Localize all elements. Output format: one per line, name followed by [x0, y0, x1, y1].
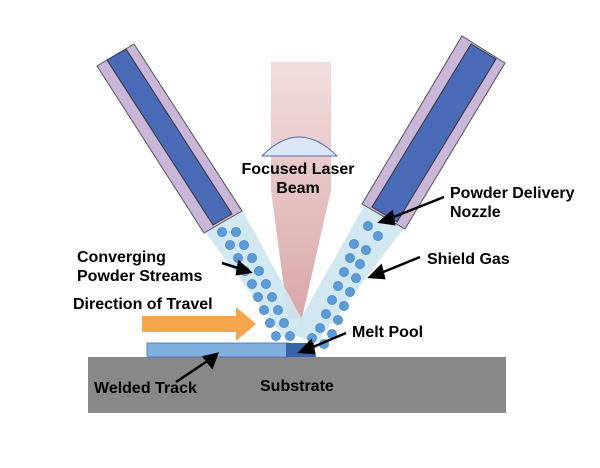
powder-delivery-nozzle-right: [361, 35, 506, 230]
powder-particle-right-11: [339, 301, 349, 311]
shield-gas-stream-right: [292, 206, 404, 344]
powder-particle-left-0: [217, 227, 227, 237]
powder-particle-left-5: [247, 253, 257, 263]
label-converging-powder-streams: Converging Powder Streams: [77, 248, 202, 286]
pointer-shield-gas-head: [367, 263, 386, 280]
powder-particle-right-7: [351, 273, 361, 283]
powder-particle-right-10: [327, 295, 337, 305]
label-melt-pool: Melt Pool: [352, 324, 424, 341]
label-laser-line2: Beam: [276, 180, 320, 197]
powder-particle-left-13: [273, 305, 283, 315]
powder-particle-left-7: [254, 266, 264, 276]
label-direction-of-travel: Direction of Travel: [73, 296, 213, 313]
powder-particle-left-2: [225, 240, 235, 250]
powder-particle-right-0: [363, 221, 373, 231]
powder-particle-right-14: [315, 323, 325, 333]
powder-particle-left-3: [239, 240, 249, 250]
label-streams-line2: Powder Streams: [77, 268, 203, 285]
label-substrate: Substrate: [260, 378, 334, 395]
powder-particle-right-4: [345, 253, 355, 263]
powder-particle-left-12: [259, 305, 269, 315]
powder-particle-right-8: [333, 281, 343, 291]
powder-particle-right-13: [333, 315, 343, 325]
powder-particle-left-11: [267, 292, 277, 302]
label-focused-laser-beam: Focused Laser Beam: [228, 160, 368, 198]
powder-particle-right-12: [321, 309, 331, 319]
powder-particle-left-8: [247, 279, 257, 289]
label-powder-delivery-nozzle: Powder Delivery Nozzle: [450, 184, 575, 222]
powder-particles: [217, 221, 383, 349]
pointer-melt-pool-head: [297, 338, 316, 355]
powder-particle-left-17: [285, 331, 295, 341]
powder-particle-left-16: [271, 331, 281, 341]
label-shield-gas: Shield Gas: [427, 251, 510, 268]
powder-particle-right-3: [361, 245, 371, 255]
powder-particle-right-2: [349, 239, 359, 249]
focusing-lens: [260, 136, 339, 157]
powder-particle-right-1: [373, 231, 383, 241]
powder-particle-right-9: [345, 287, 355, 297]
direction-of-travel-arrow: [142, 307, 256, 341]
powder-delivery-nozzle-left: [96, 43, 243, 234]
powder-particle-left-14: [265, 318, 275, 328]
powder-particle-left-9: [261, 279, 271, 289]
powder-particle-right-6: [339, 267, 349, 277]
pointer-welded-track: [175, 356, 213, 384]
welded-track: [146, 342, 290, 358]
pointer-nozzle: [385, 195, 445, 222]
label-nozzle-line2: Nozzle: [450, 204, 501, 221]
powder-particle-left-1: [231, 227, 241, 237]
powder-particle-right-5: [355, 259, 365, 269]
label-welded-track: Welded Track: [94, 380, 197, 397]
powder-particle-left-10: [253, 292, 263, 302]
pointer-welded-track-head: [201, 352, 220, 370]
pointer-nozzle-head: [377, 209, 396, 226]
substrate-block: [88, 357, 506, 413]
label-laser-line1: Focused Laser: [241, 161, 355, 178]
powder-particle-left-15: [279, 318, 289, 328]
laser-beam: [271, 62, 331, 318]
label-streams-line1: Converging: [77, 249, 166, 266]
pointer-powder-streams-head: [235, 259, 253, 276]
label-nozzle-line1: Powder Delivery: [450, 185, 575, 202]
